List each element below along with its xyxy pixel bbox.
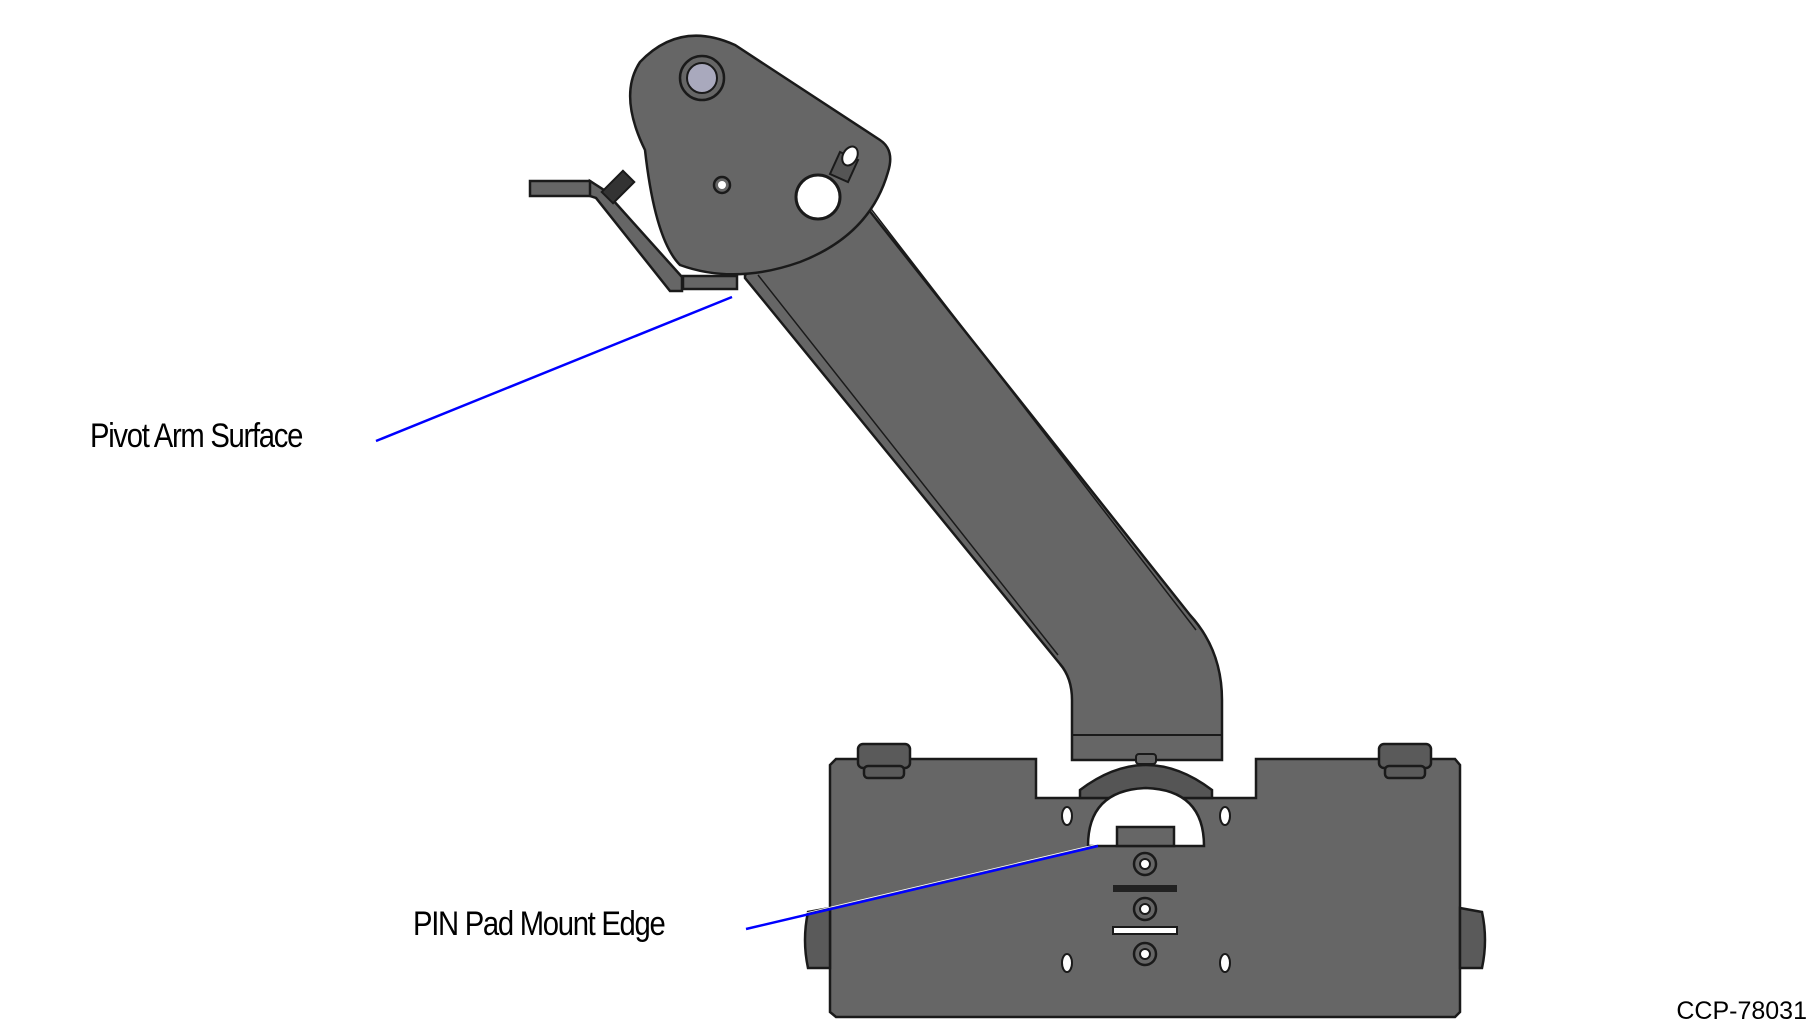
leader-lines [375, 295, 1099, 931]
slot-end [841, 145, 859, 167]
arm-tab [1135, 753, 1157, 765]
center-holes [1112, 851, 1178, 967]
hook-diagonal [588, 178, 684, 293]
right-screw-cap [1377, 742, 1433, 780]
arm-edge-line [757, 274, 1059, 656]
mount-collar [1078, 763, 1214, 800]
leader-pin-pad-mount-edge [745, 844, 1099, 931]
figure-id: CCP-78031 [1676, 997, 1807, 1025]
left-foot [803, 906, 832, 970]
pivot-head [628, 34, 892, 276]
callout-pivot-arm-surface: Pivot Arm Surface [90, 417, 303, 455]
left-screw-cap [856, 742, 912, 780]
pivot-bearing-center [686, 62, 718, 94]
mounting-holes [1061, 806, 1231, 973]
tension-knob [794, 173, 842, 221]
pivot-arm [743, 193, 1224, 765]
pin-pad-mount-edge [1115, 825, 1176, 848]
right-foot [1458, 906, 1487, 970]
arm-edge-line [867, 204, 1197, 631]
leader-pivot-arm-surface [375, 295, 733, 443]
pin-pad-mount [1078, 763, 1214, 848]
hook-clip [600, 169, 636, 205]
bracket-hook [528, 169, 739, 293]
arm-body [743, 193, 1224, 762]
pivot-arm-surface [681, 274, 739, 291]
callout-pin-pad-mount-edge: PIN Pad Mount Edge [413, 905, 666, 943]
small-hole-center [718, 181, 726, 189]
base-plate [803, 742, 1487, 1019]
